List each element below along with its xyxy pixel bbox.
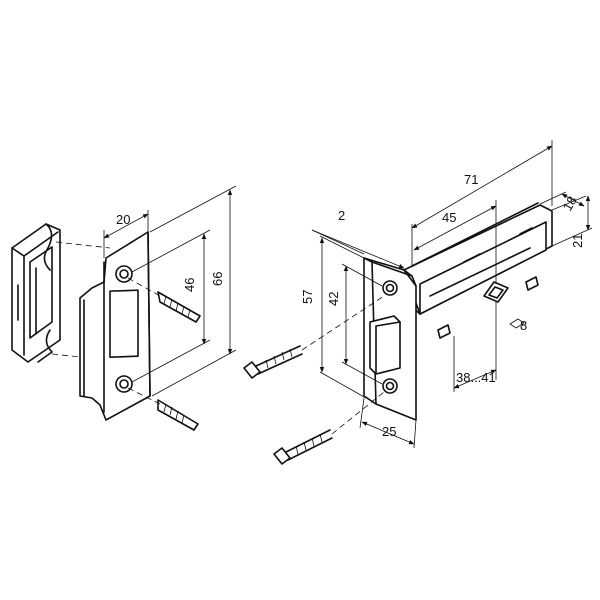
dim-label-case-length: 71 <box>464 172 478 187</box>
latch-case-features <box>437 227 539 339</box>
dim-spindle-square: 8 <box>509 318 527 333</box>
dim-faceplate-height: 57 <box>300 235 367 399</box>
dim-case-height: 21 <box>551 195 593 248</box>
latch-bolt <box>369 315 401 375</box>
dim-label-strike-width: 20 <box>116 212 130 227</box>
faceplate-screw-hole-top-inner <box>385 283 395 293</box>
strike-box-guide-top <box>55 241 111 249</box>
dim-label-case-height: 21 <box>570 234 585 248</box>
dim-faceplate-width: 25 <box>359 397 417 449</box>
dim-faceplate-thickness: 2 <box>311 208 405 269</box>
dim-label-case-spindle: 45 <box>442 210 456 225</box>
strike-screw-hole-bottom <box>115 375 133 393</box>
strike-screw-hole-top <box>115 265 133 283</box>
dim-label-spindle-square: 8 <box>520 318 527 333</box>
strike-screw-hole-top-inner <box>119 269 129 279</box>
dim-strike-width: 20 <box>103 210 149 258</box>
dim-label-faceplate-width: 25 <box>382 424 396 439</box>
dim-label-strike-holes: 46 <box>182 278 197 292</box>
dim-strike-holes: 46 <box>131 229 211 383</box>
strike-screw-top <box>127 277 201 323</box>
latch-screw-bottom <box>273 391 385 465</box>
dim-backset-range: 38...41 <box>453 302 497 392</box>
faceplate-screw-hole-bottom-inner <box>385 381 395 391</box>
dim-label-backset-range: 38...41 <box>456 370 496 385</box>
strike-screw-hole-bottom-inner <box>119 379 129 389</box>
dim-case-spindle: 45 <box>413 200 497 284</box>
dim-label-faceplate-holes: 42 <box>326 292 341 306</box>
strike-plate <box>79 231 151 421</box>
dim-label-faceplate-height: 57 <box>300 290 315 304</box>
dim-label-case-thickness: 18 <box>560 193 580 213</box>
dim-case-thickness: 18 <box>539 191 587 214</box>
dim-label-faceplate-thickness: 2 <box>338 208 345 223</box>
latch-screw-top <box>243 295 385 379</box>
strike-box <box>11 223 61 363</box>
dim-label-strike-height: 66 <box>210 272 225 286</box>
strike-screw-bottom <box>127 387 199 431</box>
faceplate-screw-hole-bottom <box>382 378 398 394</box>
dim-strike-height: 66 <box>149 185 237 397</box>
dim-faceplate-holes: 42 <box>326 263 383 385</box>
faceplate-screw-hole-top <box>382 280 398 296</box>
